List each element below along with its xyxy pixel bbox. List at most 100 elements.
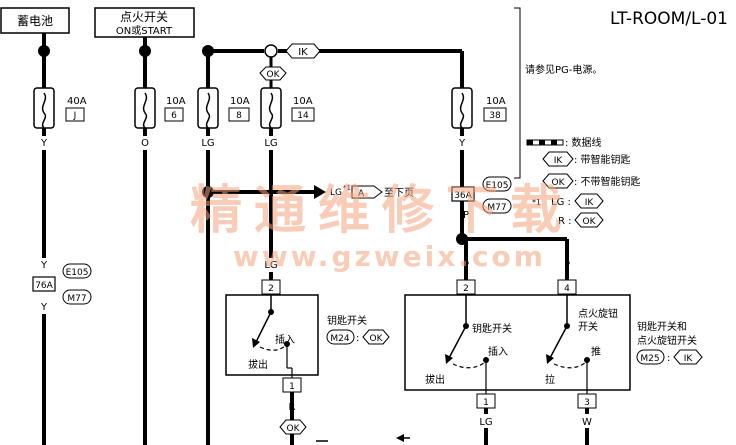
- ok-tag-label: OK: [267, 70, 281, 80]
- ok-tag-label: OK: [287, 424, 301, 434]
- page-code: LT-ROOM/L-01: [610, 9, 728, 29]
- fuse-10a-14: 10A 14: [260, 87, 315, 129]
- switch-arrowhead: [546, 354, 554, 364]
- legend: : 数据线 IK : 带智能钥匙 OK : 不带智能钥匙 *1 LG : IK …: [526, 136, 641, 228]
- switch-lever: [448, 325, 467, 359]
- connector-e105-label: E105: [486, 181, 509, 191]
- connector-m77-tag: [62, 289, 92, 305]
- combined-switch-title-2: 点火旋钮开关: [637, 334, 697, 347]
- connector-m77-tag: [482, 198, 512, 214]
- knob-pull-label: 拉: [545, 373, 555, 386]
- wire-color: R: [289, 402, 296, 413]
- connector-e105-label: E105: [66, 268, 89, 278]
- colon: :: [356, 333, 359, 344]
- fuse-id: 14: [297, 111, 309, 121]
- wire-color: LG: [201, 138, 214, 149]
- open-junction: [264, 44, 278, 58]
- connector-76a: [32, 276, 56, 292]
- pin-label: 2: [463, 284, 469, 294]
- ik-tag: [285, 43, 321, 59]
- knob-switch-label: 点火旋钮: [578, 307, 618, 320]
- arrow-head: [314, 185, 326, 199]
- connector-e105-tag: [482, 176, 512, 192]
- fuse-10a-8: 10A 8: [197, 87, 250, 129]
- connector-76a-label: 76A: [35, 281, 53, 291]
- battery-label: 蓄电池: [17, 14, 53, 28]
- legend-ok-tag-label: OK: [552, 178, 566, 188]
- wire-color: P: [463, 210, 469, 221]
- switch-arc: [259, 345, 286, 351]
- data-line-symbol: [526, 139, 564, 146]
- ignition-switch-state: ON或START: [116, 25, 173, 37]
- switch-arc: [553, 362, 586, 369]
- key-switch-title: 钥匙开关: [327, 314, 367, 327]
- legend-r-ok-label: OK: [583, 217, 597, 227]
- legend-lg-label: LG :: [551, 197, 571, 208]
- fuse-id: 6: [171, 111, 177, 121]
- wire-color: LG: [264, 138, 277, 149]
- wire-color: Y: [458, 138, 466, 149]
- arrow-wire-color: LG: [330, 188, 342, 198]
- legend-ik-tag-label: IK: [554, 156, 564, 166]
- legend-ok-tag: [542, 173, 574, 189]
- watermark-url: www.gzweix.com: [233, 240, 546, 273]
- pin-label: 3: [584, 398, 590, 408]
- switch-remove-label: 拔出: [425, 373, 445, 386]
- fuse-amp: 10A: [230, 96, 250, 107]
- switch-lever: [549, 325, 568, 359]
- wire-color: P: [463, 260, 469, 271]
- wire-color: Y: [40, 138, 48, 149]
- pin-label: 4: [564, 284, 570, 294]
- connector-a-tag: [351, 185, 383, 199]
- switch-remove-label: 拔出: [248, 358, 268, 371]
- ok-tag: [259, 66, 287, 81]
- fuse-amp: 40A: [67, 96, 87, 107]
- switch-insert-label: 插入: [275, 333, 295, 346]
- legend-data-line: : 数据线: [565, 136, 602, 149]
- legend-lg-ik-label: IK: [585, 198, 595, 208]
- legend-star: *1: [532, 198, 541, 207]
- knob-push-label: 推: [591, 345, 601, 358]
- connector-m25-tag: [636, 349, 665, 365]
- connector-m24-label: M24: [330, 334, 349, 344]
- ik-tag: [673, 349, 703, 365]
- wire-color: P: [564, 260, 570, 271]
- switch-insert-label: 插入: [488, 345, 508, 358]
- fuse-amp: 10A: [166, 96, 186, 107]
- fuse-amp: 10A: [486, 96, 506, 107]
- pin-label: 1: [483, 398, 489, 408]
- next-page-label: 至下页: [384, 187, 414, 199]
- knob-switch-label-2: 开关: [578, 320, 598, 333]
- watermark-chinese: 精通维修下载: [190, 181, 574, 241]
- legend-ik-tag: [542, 151, 574, 167]
- connector-m24-tag: [326, 329, 355, 345]
- switch-lever: [255, 311, 272, 343]
- arrow-star: *1: [343, 184, 351, 192]
- wire-color: LG: [479, 417, 492, 428]
- pin-label: 2: [268, 284, 274, 294]
- arrow-mark: [396, 434, 404, 442]
- legend-ok-desc: : 不带智能钥匙: [574, 175, 641, 188]
- connector-e105-tag: [62, 263, 92, 279]
- key-switch-label: 钥匙开关: [472, 322, 512, 335]
- fuse-amp: 10A: [293, 96, 313, 107]
- ok-tag-label: OK: [370, 334, 384, 344]
- ik-tag-label: IK: [298, 47, 308, 58]
- connector-36a-label: 36A: [454, 191, 472, 201]
- wire-color: W: [582, 417, 592, 428]
- connector-m25-label: M25: [640, 354, 659, 364]
- fuse-id: 38: [489, 111, 501, 121]
- fuse-id: 8: [236, 111, 242, 121]
- fuse-10a-38: 10A 38: [451, 87, 507, 129]
- connector-m77-label: M77: [487, 203, 506, 213]
- pg-bracket: [514, 7, 521, 179]
- switch-arrowhead: [252, 338, 260, 348]
- pin-label: 1: [289, 382, 295, 392]
- pg-reference-note: 请参见PG-电源。: [525, 63, 602, 76]
- wire-color: Y: [40, 260, 48, 271]
- wire-color: LG: [264, 260, 277, 271]
- fuse-10a-6: 10A 6: [134, 87, 186, 129]
- wire-color: O: [141, 138, 149, 149]
- key-knob-switch-box: [404, 294, 631, 391]
